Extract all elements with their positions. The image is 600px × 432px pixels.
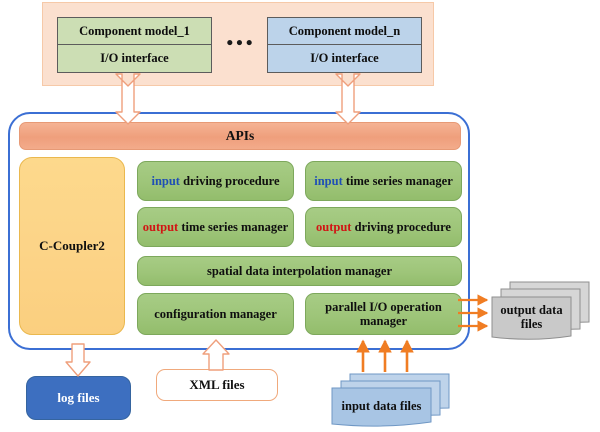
component-models-container: Component model_1 I/O interface Componen… — [42, 2, 434, 86]
module-text: driving procedure — [179, 174, 280, 188]
c-coupler2-box: C-Coupler2 — [19, 157, 125, 335]
input-data-files-stack: input data files — [330, 372, 452, 427]
module-output-driving-procedure: output driving procedure — [305, 207, 462, 247]
component-model-1-title: Component model_1 — [57, 17, 212, 45]
module-keyword-output: output — [316, 220, 352, 234]
module-input-time-series-manager: input time series manager — [305, 161, 462, 201]
output-data-files-stack: output data files — [489, 280, 595, 342]
output-data-files-sheets — [491, 281, 590, 340]
component-model-1-io-interface: I/O interface — [57, 45, 212, 73]
component-model-n-io-interface: I/O interface — [267, 45, 422, 73]
module-keyword-input: input — [151, 174, 180, 188]
component-model-n-card: Component model_n I/O interface — [267, 17, 422, 73]
input-data-files-sheets — [331, 373, 450, 427]
module-text: time series manager — [342, 174, 453, 188]
module-text: configuration manager — [154, 307, 277, 321]
xml-files-box: XML files — [156, 369, 278, 401]
module-input-driving-procedure: input driving procedure — [137, 161, 294, 201]
component-model-1-card: Component model_1 I/O interface — [57, 17, 212, 73]
module-keyword-input: input — [314, 174, 343, 188]
module-text: driving procedure — [351, 220, 451, 234]
log-files-box: log files — [26, 376, 131, 420]
module-output-time-series-manager: output time series manager — [137, 207, 294, 247]
module-spatial-data-interpolation-manager: spatial data interpolation manager — [137, 256, 462, 286]
module-keyword-output: output — [142, 220, 179, 234]
apis-bar: APIs — [19, 122, 461, 150]
component-model-n-title: Component model_n — [267, 17, 422, 45]
input-data-files-label: input data files — [341, 398, 422, 413]
module-text: time series manager — [178, 220, 289, 234]
module-parallel-io-operation-manager: parallel I/O operation manager — [305, 293, 462, 335]
module-configuration-manager: configuration manager — [137, 293, 294, 335]
models-ellipsis: ••• — [226, 33, 256, 54]
module-text: parallel I/O operation manager — [325, 300, 442, 328]
output-data-files-label: output data files — [500, 302, 563, 331]
module-text: spatial data interpolation manager — [206, 264, 393, 278]
